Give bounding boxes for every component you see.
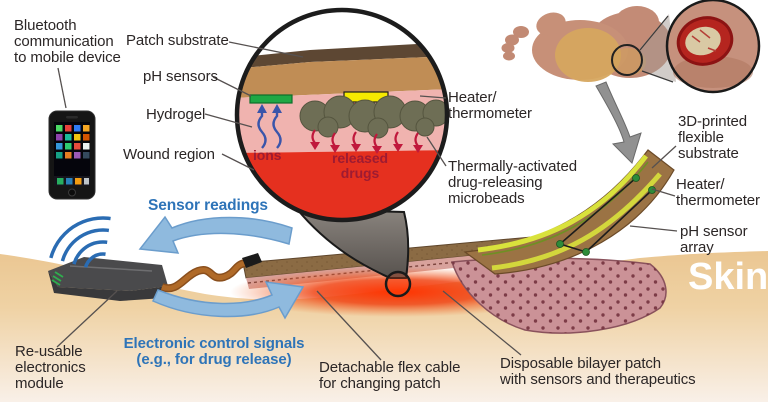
- label-reusable-module: Re-usable electronics module: [15, 343, 86, 393]
- patch-substrate-band: [238, 56, 446, 98]
- ion-arrows: [257, 110, 282, 149]
- label-wound-region: Wound region: [123, 146, 215, 163]
- label-disposable-patch: Disposable bilayer patch with sensors an…: [500, 355, 696, 389]
- label-ph-sensor-array: pH sensor array: [680, 223, 748, 257]
- released-drug-arrows: [311, 129, 419, 148]
- phone-icon: [48, 110, 96, 200]
- phone-app-grid: [54, 125, 90, 186]
- ph-sensor-rect: [249, 94, 293, 104]
- heater-trace: [477, 154, 648, 253]
- module-connector-pins: [51, 271, 64, 286]
- label-heater-thermometer-left: Heater/ thermometer: [448, 89, 532, 123]
- label-ph-sensors: pH sensors: [143, 68, 218, 85]
- flex-cable: [160, 253, 262, 293]
- flexible-substrate: [463, 149, 675, 275]
- electronics-module: [48, 257, 168, 301]
- drug-microbeads: [299, 95, 446, 139]
- sensor-readings-arrow: [138, 215, 293, 254]
- inset-border: [234, 7, 450, 223]
- label-patch-substrate: Patch substrate: [126, 32, 229, 49]
- foot-illustration: [501, 0, 761, 94]
- label-heater-thermometer-right: Heater/ thermometer: [676, 176, 760, 210]
- label-sensor-readings: Sensor readings: [148, 197, 268, 214]
- cross-section-inset: [234, 7, 450, 223]
- label-thermally-activated: Thermally-activated drug-releasing micro…: [448, 158, 577, 208]
- label-skin: Skin: [688, 256, 768, 298]
- wifi-signal-icon: [47, 216, 131, 272]
- label-hydrogel: Hydrogel: [146, 106, 206, 123]
- magnified-spot-circle: [384, 270, 412, 298]
- ion-arrowheads: [257, 104, 282, 113]
- foot-to-substrate-arrow: [595, 81, 642, 164]
- label-detachable-cable: Detachable flex cable for changing patch: [319, 359, 461, 393]
- leader-lines: [56, 41, 678, 361]
- ph-sensor-traces: [559, 177, 653, 253]
- patch-substrate-top: [238, 42, 446, 69]
- wound-zoom-inset: [665, 0, 761, 94]
- label-3d-printed-substrate: 3D-printed flexible substrate: [678, 113, 748, 163]
- label-bluetooth-communication: Bluetooth communication to mobile device: [14, 17, 121, 67]
- label-released-drugs: released drugs: [331, 150, 389, 181]
- zoom-funnel: [294, 207, 412, 298]
- label-control-signals: Electronic control signals (e.g., for dr…: [123, 335, 305, 369]
- disposable-bilayer-patch: [450, 257, 667, 334]
- label-ions: ions: [253, 147, 282, 163]
- cable-connector: [242, 253, 262, 268]
- released-drug-arrowheads: [310, 142, 423, 154]
- control-signals-arrow: [152, 281, 305, 320]
- foot-zoom-circle: [611, 44, 643, 76]
